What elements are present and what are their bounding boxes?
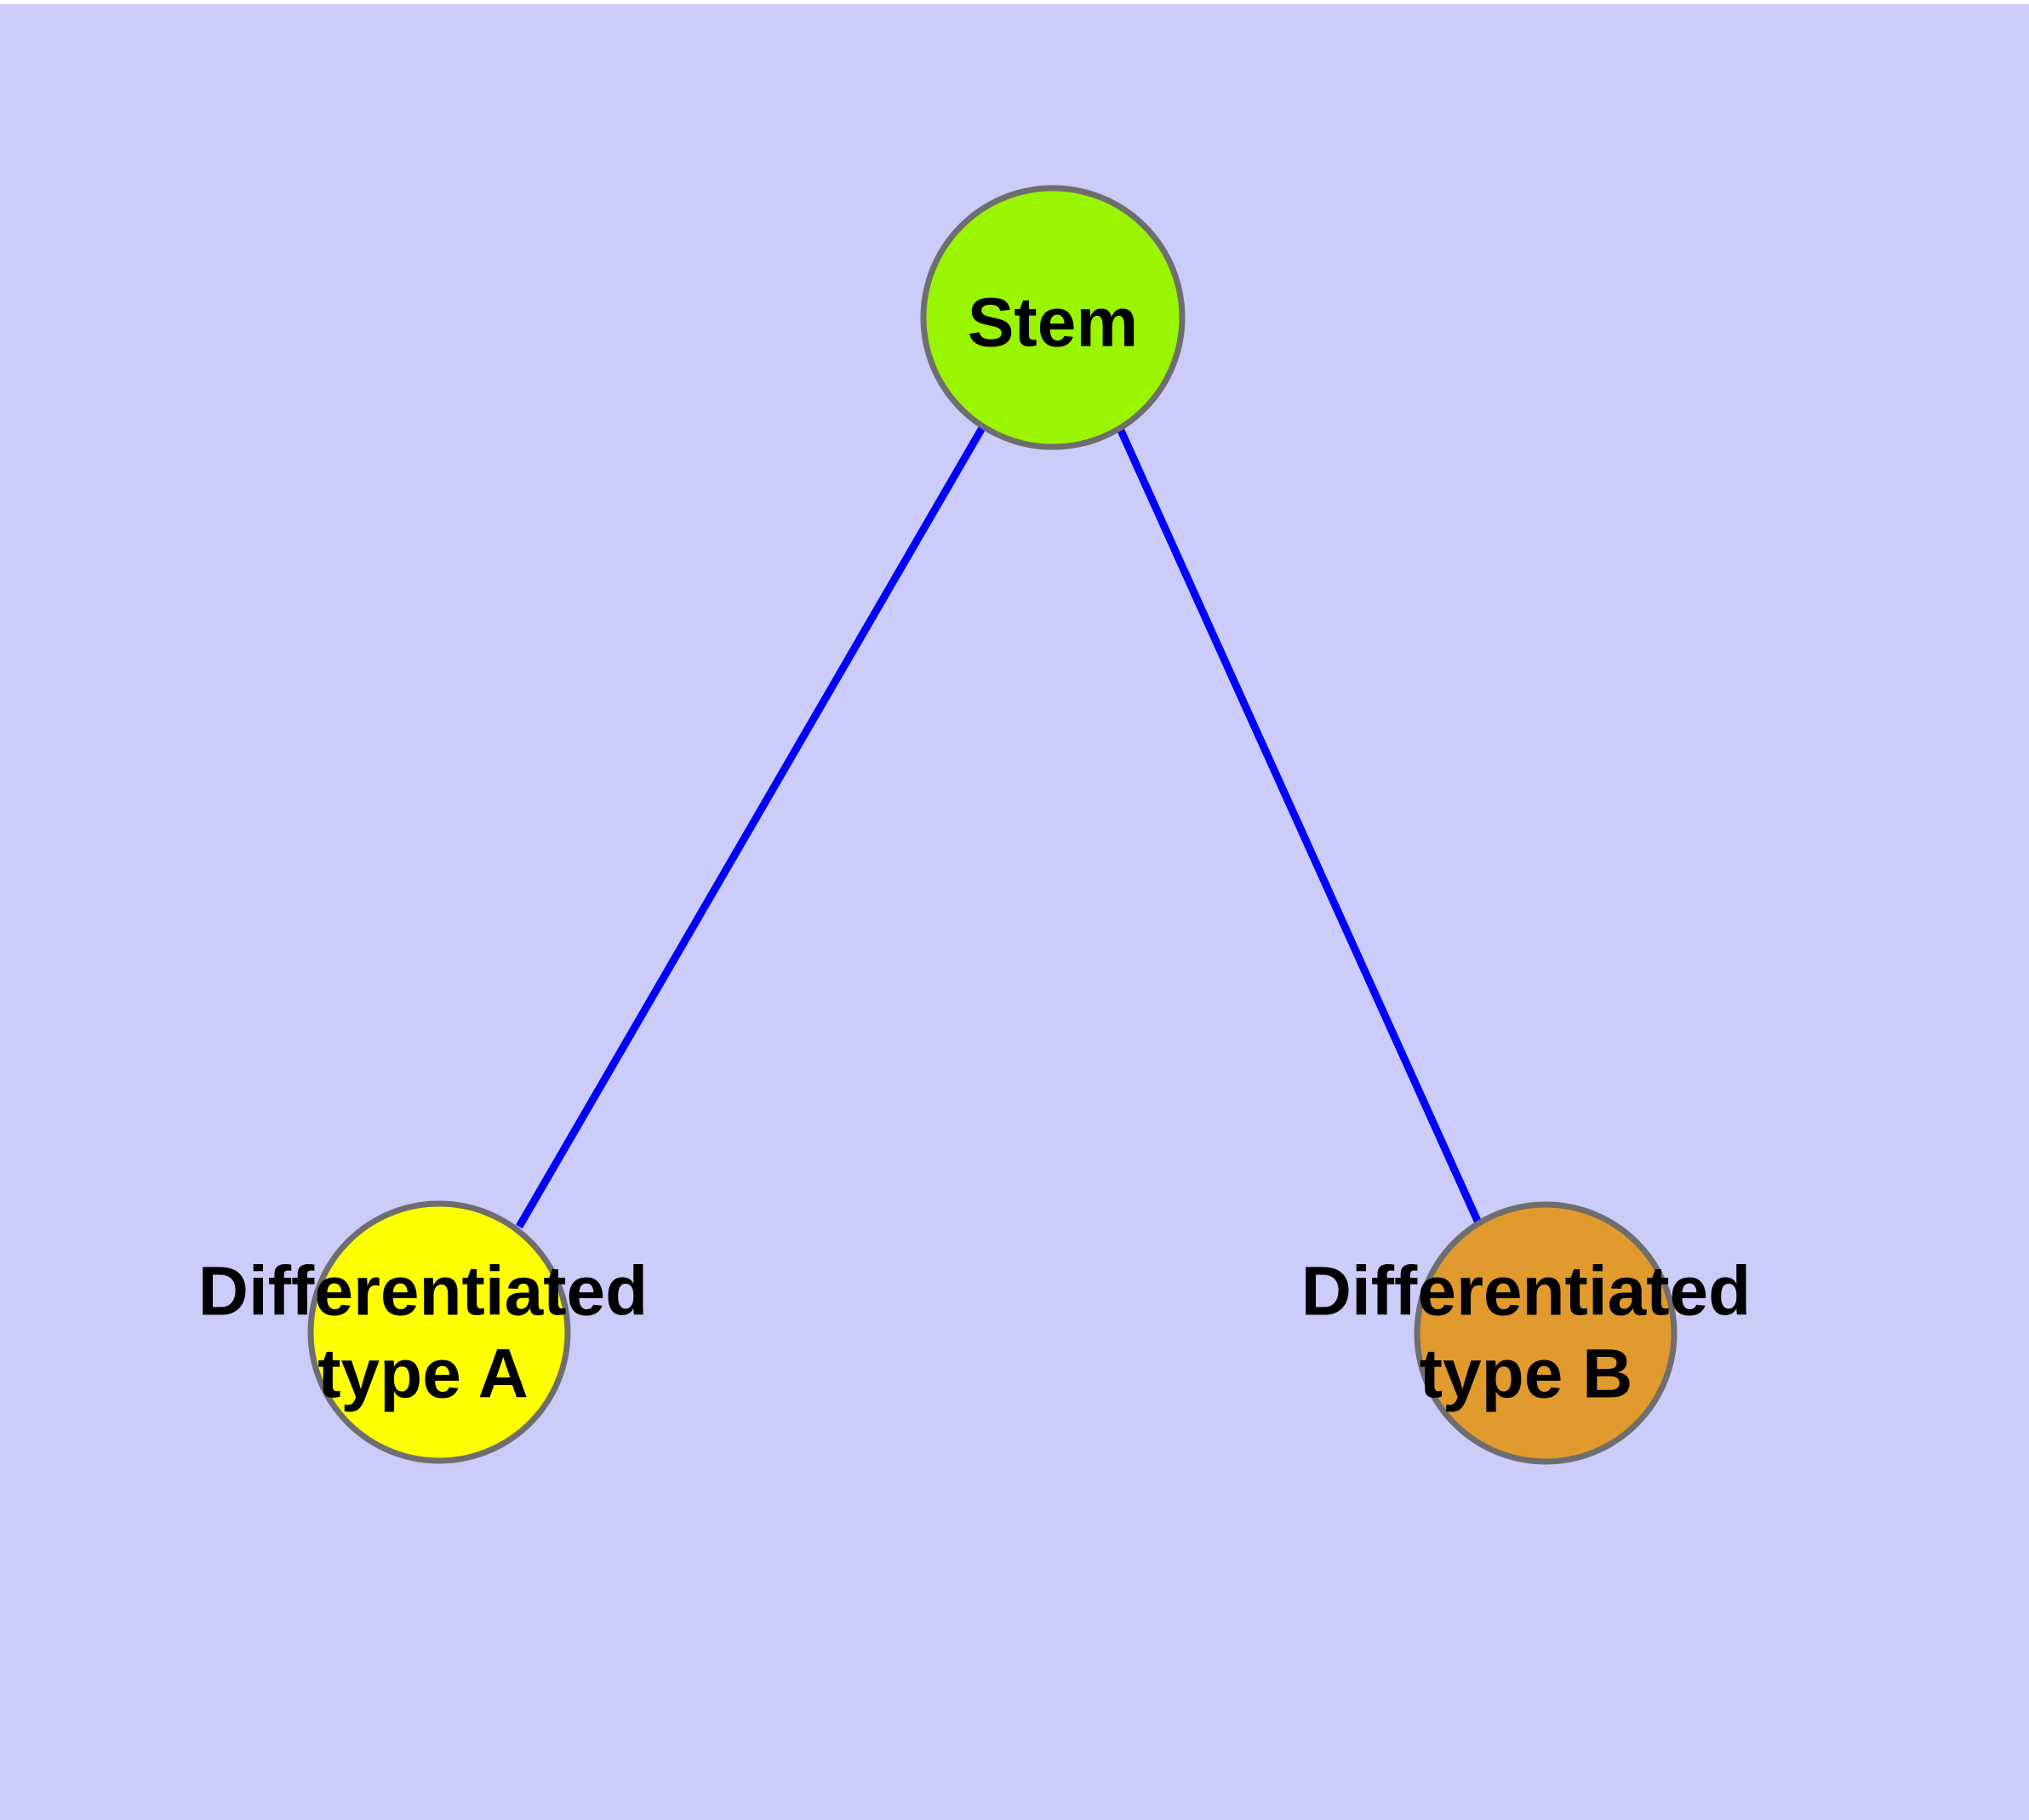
node-differentiated-type-a-label-line2: type A <box>317 1336 529 1413</box>
node-differentiated-type-b-label-line1: Differentiated <box>1301 1253 1752 1331</box>
edge-stem-to-differentiated-type-a[interactable] <box>516 424 986 1229</box>
node-stem[interactable]: Stem <box>920 185 1186 450</box>
node-differentiated-type-a[interactable]: Differentiated type A <box>198 1200 649 1464</box>
node-differentiated-type-a-label-line1: Differentiated <box>198 1253 649 1331</box>
node-differentiated-type-b-label-line2: type B <box>1420 1336 1633 1413</box>
node-stem-circle[interactable] <box>920 185 1186 450</box>
node-stem-label: Stem <box>968 284 1139 362</box>
node-differentiated-type-b-circle[interactable] <box>1414 1201 1677 1465</box>
edge-stem-to-differentiated-type-b[interactable] <box>1114 423 1485 1230</box>
node-differentiated-type-a-circle[interactable] <box>307 1200 571 1464</box>
node-differentiated-type-b[interactable]: Differentiated type B <box>1301 1201 1752 1465</box>
edge-layer <box>516 423 1485 1230</box>
